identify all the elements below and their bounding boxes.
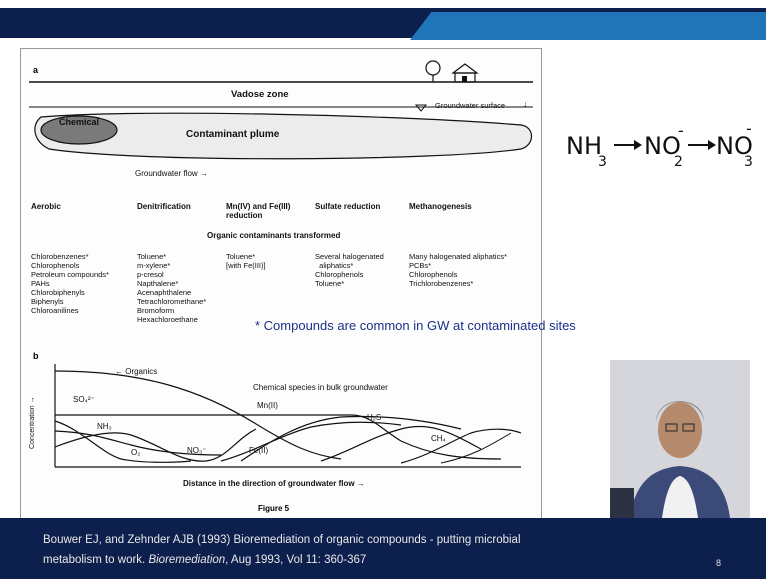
y-axis-label: Concentration →	[29, 396, 36, 449]
nh3-label: NH₃	[97, 422, 112, 431]
panel-b-label: b	[33, 351, 39, 361]
svg-text:NH: NH	[566, 132, 602, 160]
h2s-curve	[321, 426, 481, 461]
header-blue-band	[410, 12, 766, 40]
page-number: 8	[716, 558, 721, 568]
no3-label: NO₃⁻	[187, 446, 206, 455]
water-level-marker	[416, 105, 426, 111]
slide-footer: Bouwer EJ, and Zehnder AJB (1993) Biorem…	[0, 518, 766, 579]
x-axis-label: Distance in the direction of groundwater…	[183, 479, 365, 488]
svg-text:-: -	[746, 119, 752, 138]
figure-panel: a Vadose zone Groundwater surface ↓	[20, 48, 542, 520]
o2-curve	[55, 421, 191, 462]
header-mn-fe-reduction: Mn(IV) and Fe(III) reduction	[226, 202, 290, 220]
transformed-title: Organic contaminants transformed	[207, 231, 340, 240]
svg-text:2: 2	[674, 154, 683, 170]
svg-text:3: 3	[744, 154, 753, 170]
h2s-label: H₂S	[367, 413, 381, 422]
mn2-curve	[221, 422, 401, 461]
nitrification-handwriting: NH 3 NO 2 - NO 3 -	[558, 116, 758, 186]
organics-label: ← Organics	[115, 367, 157, 376]
fe2-curve	[241, 417, 461, 462]
citation-line-1: Bouwer EJ, and Zehnder AJB (1993) Biorem…	[43, 534, 521, 546]
methanogenesis-list: Many halogenated aliphatics*PCBs*Chlorop…	[409, 252, 507, 288]
sulfate-list: Several halogenated aliphatics*Chlorophe…	[315, 252, 384, 288]
fe2-label: Fe(II)	[249, 446, 268, 455]
contaminant-note: * Compounds are common in GW at contamin…	[255, 318, 576, 333]
figure-caption: Figure 5	[258, 504, 289, 513]
ch4-label: CH₄	[431, 434, 446, 443]
mn-fe-list: Toluene*[with Fe(III)]	[226, 252, 266, 270]
header-methanogenesis: Methanogenesis	[409, 202, 472, 211]
plume-label: Contaminant plume	[186, 129, 279, 140]
mn2-label: Mn(II)	[257, 401, 278, 410]
speaker-video	[610, 360, 750, 518]
o2-label: O₂	[131, 448, 140, 457]
svg-text:3: 3	[598, 154, 607, 170]
so4-label: SO₄²⁻	[73, 395, 95, 404]
tree-icon	[426, 61, 440, 82]
chemical-label: Chemical	[59, 117, 99, 127]
slide-header-bar	[0, 0, 766, 40]
groundwater-flow-label: Groundwater flow →	[135, 169, 208, 178]
svg-text:-: -	[678, 121, 684, 140]
house-icon	[453, 64, 477, 82]
header-denitrification: Denitrification	[137, 202, 191, 211]
citation-line-2: metabolism to work. Bioremediation, Aug …	[43, 554, 366, 566]
header-aerobic: Aerobic	[31, 202, 61, 211]
speaker-silhouette	[610, 360, 750, 518]
header-sulfate-reduction: Sulfate reduction	[315, 202, 380, 211]
species-title: Chemical species in bulk groundwater	[253, 383, 388, 392]
